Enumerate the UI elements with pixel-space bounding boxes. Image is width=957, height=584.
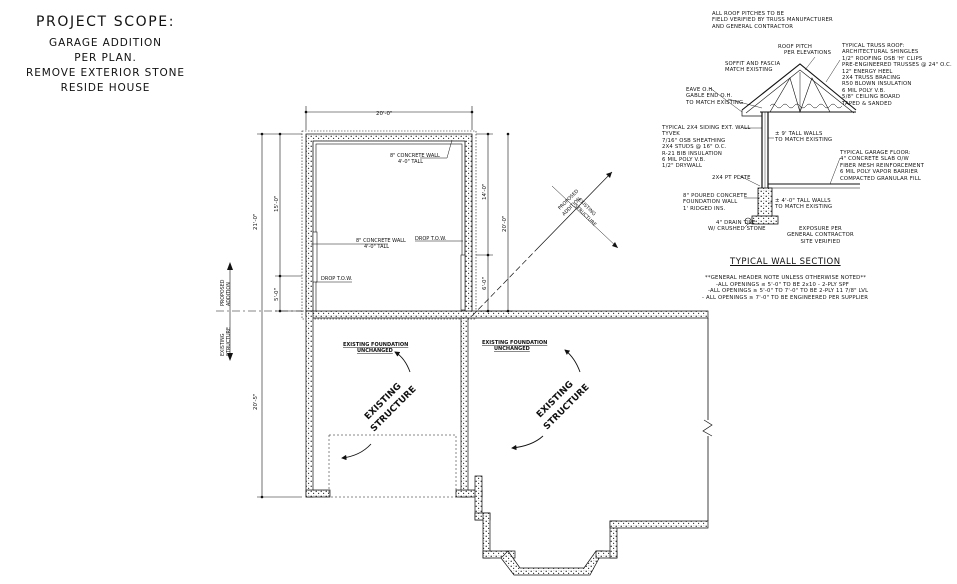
dim-left-lower-label: 5'-0" [274,288,280,301]
wall-note-left-2: 4'-0" TALL [364,244,389,250]
scope-line-2: PER PLAN. [74,52,137,64]
foundation-note: 8" POURED CONCRETE FOUNDATION WALL 1' RI… [683,193,748,212]
roof-note: ALL ROOF PITCHES TO BE FIELD VERIFIED BY… [712,11,833,30]
drain-tile-note: 4" DRAIN TILE W/ CRUSHED STONE [708,220,766,233]
tall-walls-9-note: ± 9' TALL WALLS TO MATCH EXISTING [775,131,833,144]
existing-structure-label-1: EXISTING [220,333,226,356]
scope-line-4: RESIDE HOUSE [60,82,151,94]
pt-plate-note: 2x4 PT PLATE [712,175,751,181]
existing-foundation-left-1: EXISTING FOUNDATION [343,342,408,348]
eave-note: EAVE O.H. GABLE END O.H. TO MATCH EXISTI… [686,87,744,106]
soffit-note: SOFFIT AND FASCIA MATCH EXISTING [725,61,781,74]
drop-tow-right: DROP T.O.W. [415,236,447,242]
dim-right-upper-label: 14'-0" [482,183,488,200]
drop-tow-left: DROP T.O.W. [321,276,353,282]
roof-pitch-note: ROOF PITCH PER ELEVATIONS [778,44,832,57]
dimension-ticks [227,110,510,499]
garage-addition-walls [301,130,477,320]
dim-right-mid-label: 20'-0" [502,215,508,232]
proposed-addition-2: ADDITION [226,282,232,306]
header-note: **GENERAL HEADER NOTE UNLESS OTHERWISE N… [702,275,869,301]
scope-heading: PROJECT SCOPE: [35,14,176,30]
tall-walls-4-note: ± 4'-0" TALL WALLS TO MATCH EXISTING [775,198,833,211]
dimension-lines [216,106,513,498]
siding-wall-note: TYPICAL 2x4 SIDING EXT. WALL TYVEK 7/16"… [662,125,751,170]
wall-section-title: TYPICAL WALL SECTION [730,257,841,267]
wall-note-top-2: 4'-0" TALL [398,159,423,165]
match-line [471,171,619,317]
scope-line-1: GARAGE ADDITION [49,37,162,49]
dim-existing-label: 20'-5" [253,393,259,410]
existing-foundation-left-2: UNCHANGED [357,348,393,354]
existing-structure-arrows [341,349,581,461]
exposure-note: EXPOSURE PER GENERAL CONTRACTOR SITE VER… [787,226,854,245]
dim-width-label: 20'-0" [376,111,393,117]
dim-right-lower-label: 6'-0" [482,277,488,290]
existing-foundation-right-2: UNCHANGED [494,346,530,352]
existing-foundation-right-1: EXISTING FOUNDATION [482,340,547,346]
wall-note-top-1: 8" CONCRETE WALL [390,153,440,159]
plan-labels: 20'-0" 21'-0" 15'-0" 5'-0" 14'-0" 20'-0"… [220,111,597,434]
existing-structure-walls [305,310,713,576]
existing-structure-label-2: STRUCTURE [226,327,232,356]
wall-section-diagram [709,56,860,229]
garage-floor-note: TYPICAL GARAGE FLOOR: 4" CONCRETE SLAB o… [840,150,925,182]
plan-leaders [311,139,463,283]
truss-roof-note: TYPICAL TRUSS ROOF: ARCHITECTURAL SHINGL… [842,43,952,107]
wall-note-left-1: 8" CONCRETE WALL [356,238,406,244]
project-scope: PROJECT SCOPE: GARAGE ADDITION PER PLAN.… [18,14,193,96]
proposed-addition-1: PROPOSED [220,279,226,306]
dim-left-total-label: 21'-0" [253,213,259,230]
dim-left-upper-label: 15'-0" [274,195,280,212]
scope-line-3: REMOVE EXTERIOR STONE [26,67,185,79]
